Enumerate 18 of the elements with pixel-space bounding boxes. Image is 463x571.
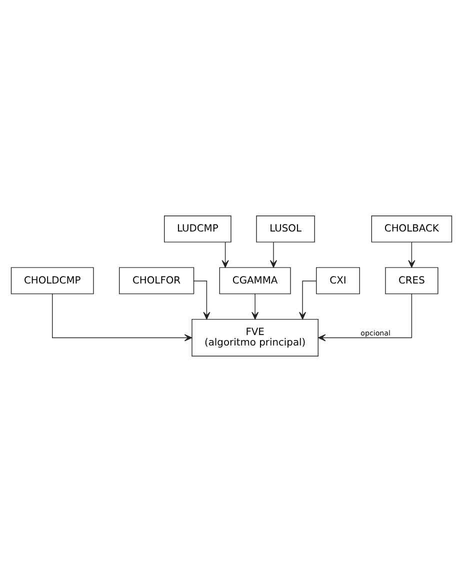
node-box: CGAMMA (219, 266, 291, 294)
node-box: FVE (algoritmo principal) (192, 318, 318, 356)
node-box: CHOLBACK (371, 214, 452, 242)
node-box: CRES (385, 266, 438, 294)
arrow (193, 280, 210, 320)
node-box: LUSOL (256, 214, 315, 242)
node-box: LUDCMP (164, 214, 232, 242)
node-box: CHOLDCMP (10, 266, 94, 294)
arrow (408, 241, 416, 268)
node-box: CHOLFOR (118, 266, 194, 294)
arrow (52, 293, 192, 341)
arrow (222, 241, 229, 268)
arrow (270, 241, 278, 268)
arrow (318, 293, 412, 341)
edge-label: opcional (360, 328, 390, 338)
arrow (299, 280, 317, 320)
arrow (252, 293, 259, 320)
node-box: CXI (316, 266, 360, 294)
